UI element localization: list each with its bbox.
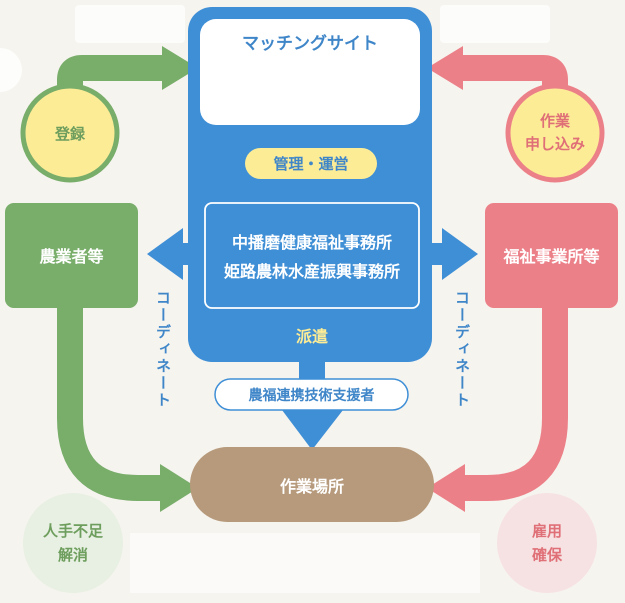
green-flow-bottom bbox=[57, 300, 165, 501]
left-result-halo bbox=[23, 493, 123, 593]
farmers-label: 農業者等 bbox=[39, 247, 104, 266]
right-result-halo bbox=[497, 493, 597, 593]
welfare-label: 福祉事業所等 bbox=[503, 247, 600, 266]
welfare-box bbox=[485, 203, 618, 308]
pink-arrowhead-bottom bbox=[427, 464, 465, 512]
pink-flow-top bbox=[460, 55, 568, 110]
decor-rect-left bbox=[75, 5, 185, 43]
apply-label: 作業 申し込み bbox=[524, 112, 585, 153]
matching-site-title: マッチングサイト bbox=[242, 33, 378, 54]
office-name-1: 中播磨健康福祉事務所 bbox=[231, 233, 392, 252]
green-arrowhead-top bbox=[162, 46, 198, 90]
farmers-box bbox=[5, 203, 138, 308]
green-arrowhead-bottom bbox=[160, 464, 198, 512]
left-coordinate-label: コーディネート bbox=[154, 290, 172, 409]
labor-shortage-result: 人手不足 解消 bbox=[42, 522, 103, 564]
decor-circle bbox=[0, 48, 22, 92]
blue-arrowhead-left bbox=[147, 228, 183, 280]
matching-site-window bbox=[200, 19, 420, 125]
pink-flow-bottom bbox=[462, 300, 568, 501]
apply-circle bbox=[505, 83, 605, 183]
decor-rect-right bbox=[440, 5, 550, 43]
blue-arrowhead-right bbox=[442, 228, 478, 280]
register-circle bbox=[20, 83, 120, 183]
offices-box bbox=[204, 202, 420, 309]
management-label: 管理・運営 bbox=[273, 155, 349, 173]
blue-arrowhead-down bbox=[282, 410, 343, 450]
employment-result: 雇用 確保 bbox=[531, 522, 562, 564]
supporter-label: 農福連携技術支援者 bbox=[248, 387, 375, 404]
dispatch-label: 派遣 bbox=[295, 327, 328, 346]
office-name-2: 姫路農林水産振興事務所 bbox=[223, 262, 400, 281]
register-label: 登録 bbox=[54, 124, 85, 143]
green-flow-top bbox=[57, 55, 165, 110]
management-pill bbox=[245, 148, 377, 179]
workplace-pill bbox=[190, 447, 434, 522]
right-coordinate-label: コーディネート bbox=[453, 290, 471, 409]
supporter-pill bbox=[214, 378, 409, 411]
workplace-label: 作業場所 bbox=[279, 477, 344, 496]
pink-arrowhead-top bbox=[427, 46, 463, 90]
decor-rect-bottom bbox=[130, 533, 480, 593]
